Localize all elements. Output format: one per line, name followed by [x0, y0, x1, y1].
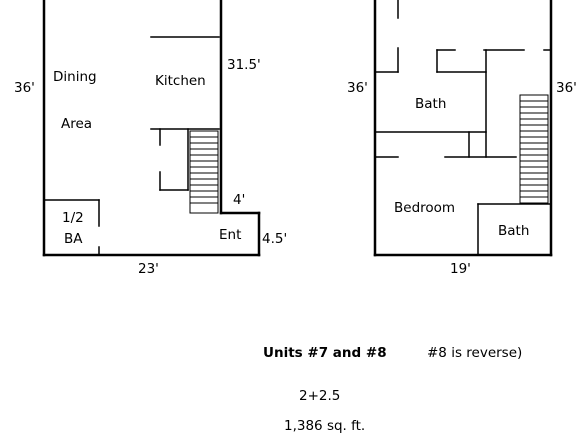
right-plan-stair: [519, 94, 549, 204]
dimension-right-width: 19': [450, 261, 471, 277]
left-plan-stair: [189, 130, 219, 214]
room-label-bath-lower: Bath: [498, 223, 529, 239]
room-label-half-bath-2: BA: [64, 231, 83, 247]
dimension-right-height-left: 36': [347, 80, 368, 96]
square-footage: 1,386 sq. ft.: [284, 418, 366, 434]
room-label-area: Area: [61, 116, 92, 132]
units-title: Units #7 and #8: [263, 345, 387, 361]
right-plan-outer-walls: [373, 0, 553, 257]
reverse-note: #8 is reverse): [427, 345, 523, 361]
room-label-bedroom: Bedroom: [394, 200, 455, 216]
dimension-left-width: 23': [138, 261, 159, 277]
dimension-left-height: 36': [14, 80, 35, 96]
right-plan-interior-walls: [374, 0, 552, 256]
room-label-bath-upper: Bath: [415, 96, 446, 112]
dimension-right-height-right: 36': [556, 80, 576, 96]
left-plan-interior-walls: [43, 36, 220, 256]
room-label-entry: Ent: [219, 227, 241, 243]
dimension-entry-width: 4': [233, 192, 245, 208]
bed-bath-count: 2+2.5: [299, 388, 341, 404]
room-label-half-bath-1: 1/2: [62, 210, 84, 226]
left-plan-outer-walls: [42, 0, 261, 257]
dimension-kitchen-depth: 31.5': [227, 57, 261, 73]
dimension-entry-depth: 4.5': [262, 231, 287, 247]
room-label-kitchen: Kitchen: [155, 73, 206, 89]
room-label-dining: Dining: [53, 69, 97, 85]
